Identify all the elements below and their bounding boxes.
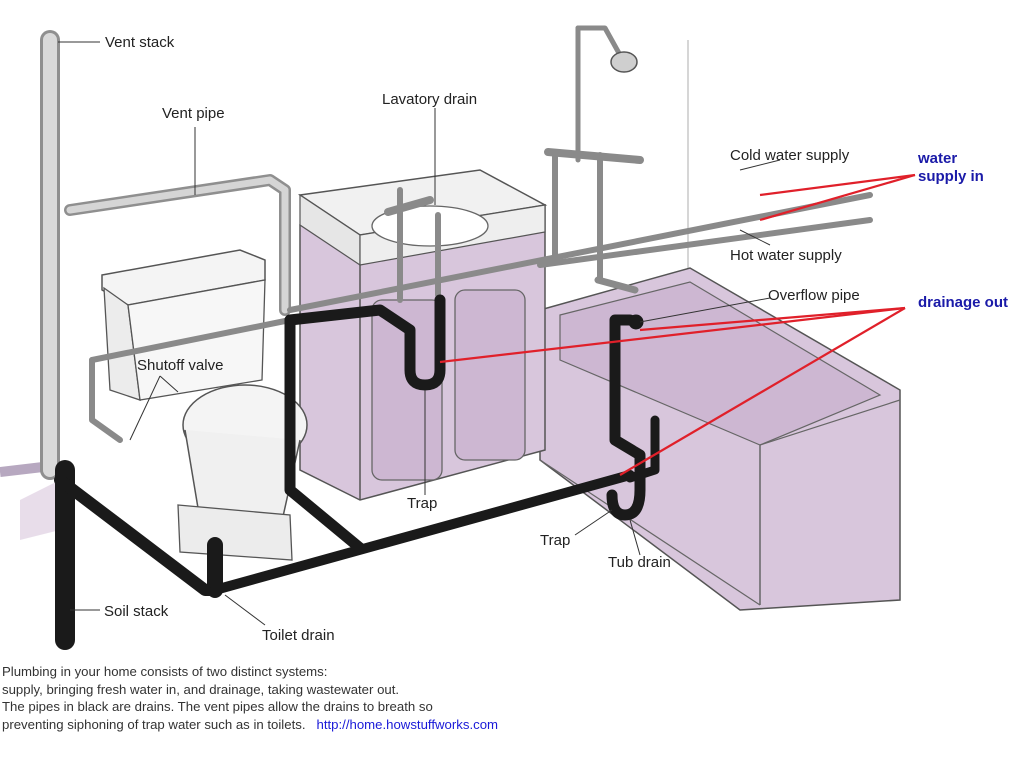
caption-line-1: Plumbing in your home consists of two di… [2,664,328,679]
vanity-cabinet [297,169,548,501]
label-leaders [58,41,781,626]
label-hot-water-supply: Hot water supply [730,247,842,264]
label-soil-stack: Soil stack [104,603,169,620]
label-toilet-drain: Toilet drain [262,627,335,644]
label-overflow-pipe: Overflow pipe [768,287,860,304]
caption-line-2: supply, bringing fresh water in, and dra… [2,681,400,697]
label-lavatory-drain: Lavatory drain [382,91,477,108]
caption-line-3: The pipes in black are drains. The vent … [2,699,433,714]
drain-pipes [54,294,660,650]
label-tub-drain: Tub drain [608,554,671,571]
annotation-water-supply-in-line2: supply in [918,168,984,185]
label-shutoff-valve: Shutoff valve [137,357,223,374]
annotation-lines [439,173,916,476]
label-trap-sink: Trap [407,495,437,512]
annotation-drainage-out: drainage out [918,294,1008,311]
toilet [101,249,308,561]
label-vent-pipe: Vent pipe [162,105,225,122]
bathtub [539,267,901,611]
label-cold-water-supply: Cold water supply [730,147,850,164]
caption-line-4: preventing siphoning of trap water such … [2,716,702,734]
caption: Plumbing in your home consists of two di… [2,663,702,733]
label-trap-tub: Trap [540,532,570,549]
annotation-water-supply-in-line1: water [917,150,957,167]
supply-pipes [40,25,873,480]
caption-line-4-text: preventing siphoning of trap water such … [2,716,306,732]
source-link[interactable]: http://home.howstuffworks.com [316,716,499,732]
label-vent-stack: Vent stack [105,34,175,51]
